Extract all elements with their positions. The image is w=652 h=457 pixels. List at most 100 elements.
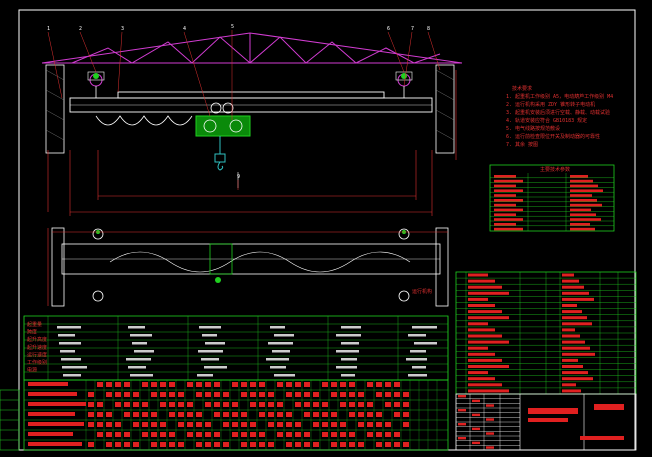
lower-cell-fill <box>88 422 94 427</box>
lower-cell-fill <box>160 442 166 447</box>
bom-name-fill <box>468 352 495 356</box>
part-number-label: 4 <box>183 26 186 32</box>
lower-cell-fill <box>358 442 364 447</box>
param-header-label: 起重量 <box>27 321 42 328</box>
lower-cell-fill <box>142 402 148 407</box>
bom-spec-fill <box>562 310 582 314</box>
lower-cell-fill <box>151 382 157 387</box>
bom-spec-fill <box>562 297 594 301</box>
perf-cell-fill <box>494 203 516 207</box>
lower-cell-fill <box>115 402 121 407</box>
lower-cell-fill <box>160 392 166 397</box>
param-cell-value <box>201 358 219 361</box>
lower-cell-fill <box>151 422 157 427</box>
lower-cell-fill <box>286 382 292 387</box>
param-cell-value <box>274 374 295 377</box>
part-leader-line <box>47 31 63 99</box>
title-cell-fill <box>458 423 466 426</box>
param-cell-value <box>341 342 359 345</box>
bom-name-fill <box>468 297 488 301</box>
param-header-label: 跨度 <box>27 329 37 336</box>
lower-cell-fill <box>295 382 301 387</box>
lower-cell-fill <box>241 442 247 447</box>
lower-cell-fill <box>151 392 157 397</box>
part-number-label: 6 <box>387 26 390 32</box>
perf-cell-fill <box>570 203 602 207</box>
lower-cell-fill <box>304 442 310 447</box>
lower-cell-fill <box>286 442 292 447</box>
param-header-label: 工作级别 <box>27 359 47 366</box>
note-line: 4. 轨道安装应符合 GB10183 规定 <box>506 117 587 124</box>
perf-cell-fill <box>494 208 523 212</box>
lower-cell-fill <box>286 412 292 417</box>
param-cell-value <box>128 366 146 369</box>
lower-cell-fill <box>250 382 256 387</box>
perf-cell-fill <box>570 179 593 183</box>
lower-cell-fill <box>241 382 247 387</box>
param-cell-value <box>60 350 75 353</box>
bom-name-fill <box>468 377 495 381</box>
bom-name-fill <box>468 310 502 314</box>
lower-cell-fill <box>115 392 121 397</box>
lower-cell-fill <box>97 432 103 437</box>
plan-drives <box>92 228 410 302</box>
note-line: 5. 电气线路按规范敷设 <box>506 125 560 132</box>
lower-cell-fill <box>331 412 337 417</box>
lower-cell-fill <box>304 402 310 407</box>
lower-cell-fill <box>214 442 220 447</box>
lower-cell-fill <box>223 442 229 447</box>
technical-notes: 技术要求 1. 起重机工作级别 A5，电动葫芦工作级别 M42. 运行机构采用 … <box>506 85 613 148</box>
param-cell-value <box>128 326 145 329</box>
lower-cell-fill <box>268 392 274 397</box>
perf-table-title: 主要技术参数 <box>540 166 570 173</box>
lower-cell-fill <box>223 412 229 417</box>
lower-cell-fill <box>160 402 166 407</box>
lower-cell-fill <box>403 402 409 407</box>
lower-cell-fill <box>268 402 274 407</box>
lower-cell-fill <box>277 402 283 407</box>
bom-spec-fill <box>562 334 580 338</box>
param-cell-value <box>62 366 87 369</box>
lower-cell-fill <box>205 382 211 387</box>
part-number-label: 2 <box>79 26 82 32</box>
title-cell-fill <box>472 427 480 431</box>
lower-cell-fill <box>394 432 400 437</box>
lower-cell-fill <box>178 402 184 407</box>
param-cell-value <box>205 342 225 345</box>
lower-cell-fill <box>394 412 400 417</box>
right-column <box>435 64 455 154</box>
lower-cell-fill <box>142 412 148 417</box>
lower-cell-fill <box>214 412 220 417</box>
lower-cell-fill <box>187 422 193 427</box>
lower-cell-fill <box>169 392 175 397</box>
lower-cell-fill <box>385 382 391 387</box>
lower-cell-fill <box>349 442 355 447</box>
lower-cell-fill <box>241 412 247 417</box>
perf-cell-fill <box>494 189 523 192</box>
bom-spec-fill <box>562 346 590 350</box>
param-cell-value <box>270 326 285 329</box>
lower-cell-fill <box>340 422 346 427</box>
lower-cell-fill <box>376 382 382 387</box>
lower-cell-fill <box>142 382 148 387</box>
lower-cell-fill <box>178 412 184 417</box>
lower-label-fill <box>28 382 68 386</box>
perf-cell-fill <box>494 179 523 183</box>
lower-cell-fill <box>313 422 319 427</box>
lower-cell-fill <box>88 442 94 447</box>
lower-cell-fill <box>241 432 247 437</box>
title-cell-fill <box>458 409 466 412</box>
parameter-table-grid <box>23 316 449 380</box>
param-cell-value <box>408 334 426 337</box>
lower-cell-fill <box>322 382 328 387</box>
lower-cell-fill <box>313 402 319 407</box>
part-number-label: 3 <box>121 26 124 32</box>
lower-cell-fill <box>376 422 382 427</box>
lower-cell-fill <box>178 392 184 397</box>
lower-cell-fill <box>115 422 121 427</box>
lower-cell-fill <box>151 442 157 447</box>
lower-cell-fill <box>358 412 364 417</box>
lower-cell-fill <box>259 382 265 387</box>
